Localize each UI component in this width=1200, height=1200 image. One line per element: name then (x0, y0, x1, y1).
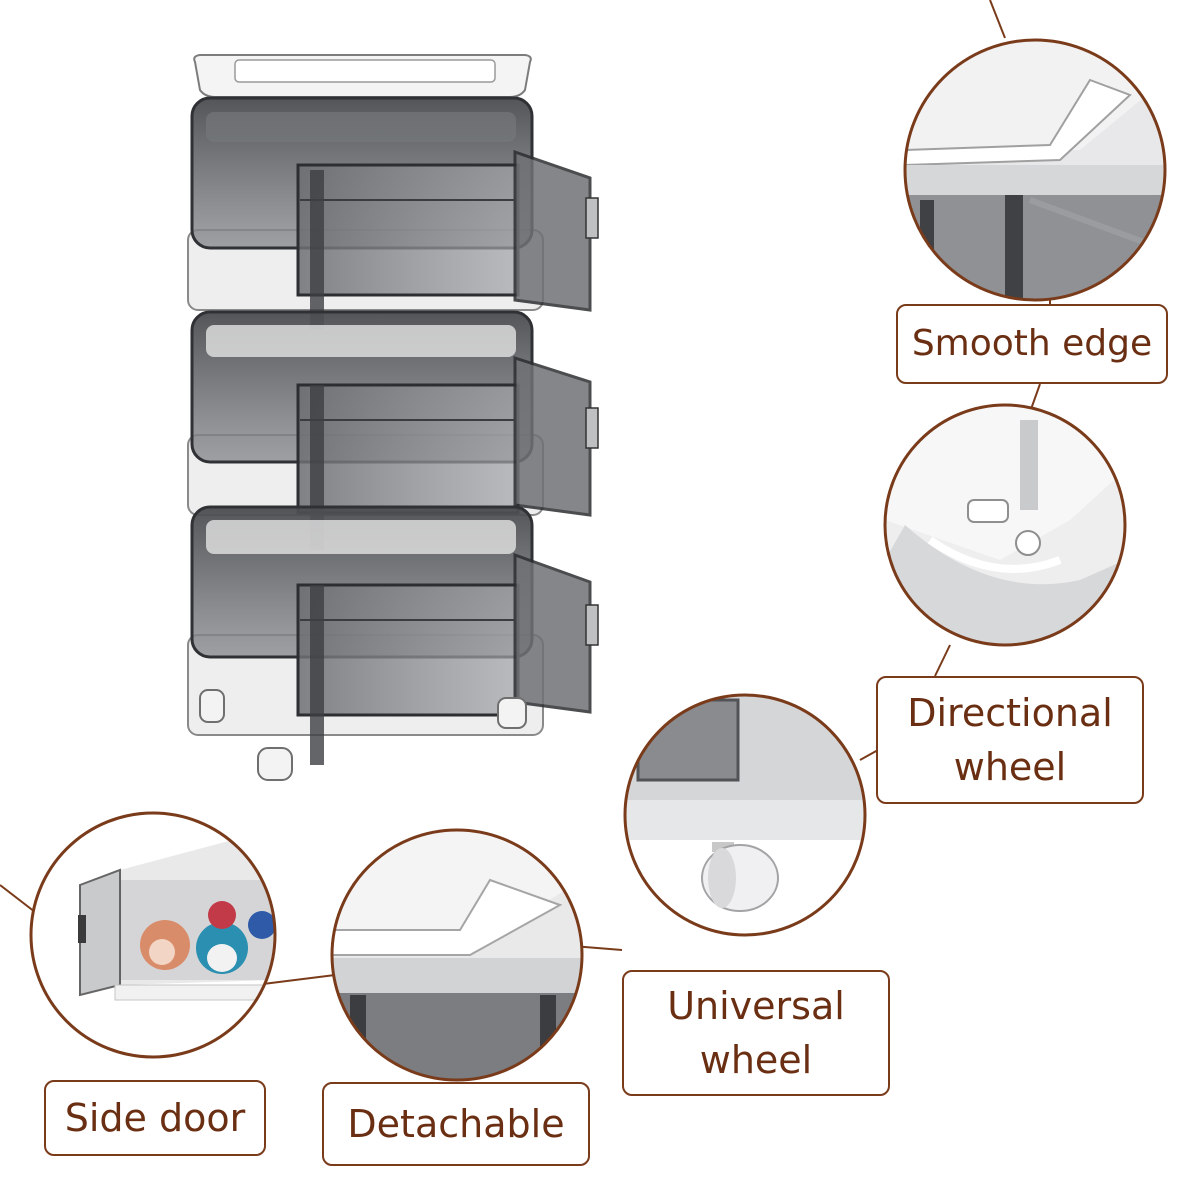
label-universal-line1: Universal (667, 984, 845, 1028)
label-directional-wheel: Directional wheel (876, 676, 1144, 804)
label-smooth-edge-text: Smooth edge (911, 323, 1153, 364)
label-detachable-text: Detachable (347, 1102, 565, 1146)
detail-circle-side-door (29, 811, 277, 1059)
detail-circle-detachable (330, 828, 584, 1082)
detail-circle-smooth-edge (903, 38, 1167, 302)
label-directional-line1: Directional (907, 691, 1113, 735)
label-directional-line2: wheel (953, 745, 1067, 789)
connector-lines (0, 0, 1051, 986)
label-side-door: Side door (44, 1080, 266, 1156)
label-universal-line2: wheel (699, 1038, 813, 1082)
detail-circle-directional-wheel (883, 403, 1127, 647)
label-side-door-text: Side door (64, 1096, 246, 1140)
detail-circle-universal-wheel (623, 693, 867, 937)
label-smooth-edge: Smooth edge (896, 304, 1168, 384)
storage-cart-image (187, 54, 599, 781)
label-detachable: Detachable (322, 1082, 590, 1166)
label-universal-wheel: Universal wheel (622, 970, 890, 1096)
